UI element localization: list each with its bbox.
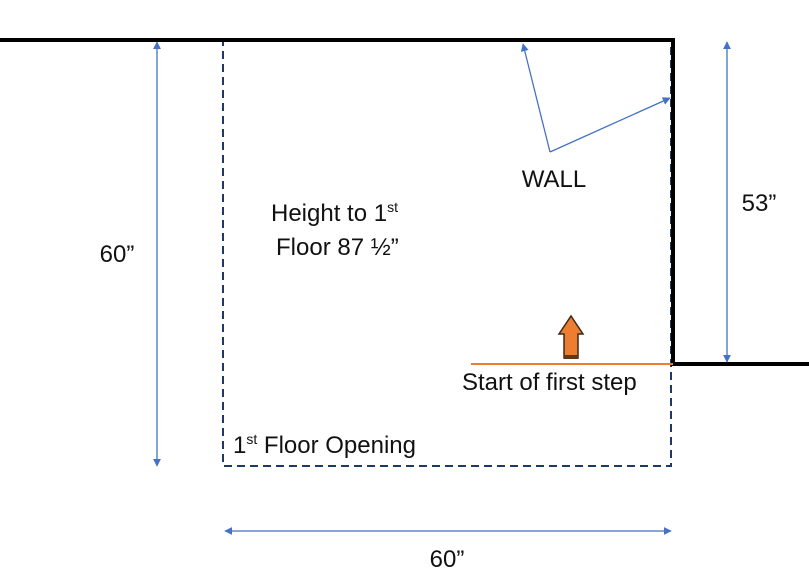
wall-outline <box>0 38 809 366</box>
left-dimension-label: 60” <box>100 241 135 268</box>
floor-opening-sup: st <box>246 431 257 447</box>
height-label-line2: Floor 87 ½” <box>276 234 399 261</box>
floor-opening-suffix: Floor Opening <box>257 432 416 459</box>
wall-pointer-top <box>520 43 551 153</box>
first-step-label: Start of first step <box>462 369 637 396</box>
right-dimension-label: 53” <box>742 190 777 217</box>
bottom-dimension-label: 60” <box>430 546 465 573</box>
wall-label: WALL <box>522 166 586 193</box>
height-label-sup: st <box>387 199 398 215</box>
step-direction-arrow-icon <box>557 314 585 359</box>
height-label-line1: Height to 1st <box>271 199 398 227</box>
floor-opening-prefix: 1 <box>233 432 246 459</box>
wall-pointer-right <box>549 97 671 153</box>
height-label-prefix: Height to 1 <box>271 200 387 227</box>
floor-opening-label: 1st Floor Opening <box>233 431 416 459</box>
step-arrow-base <box>564 355 578 359</box>
